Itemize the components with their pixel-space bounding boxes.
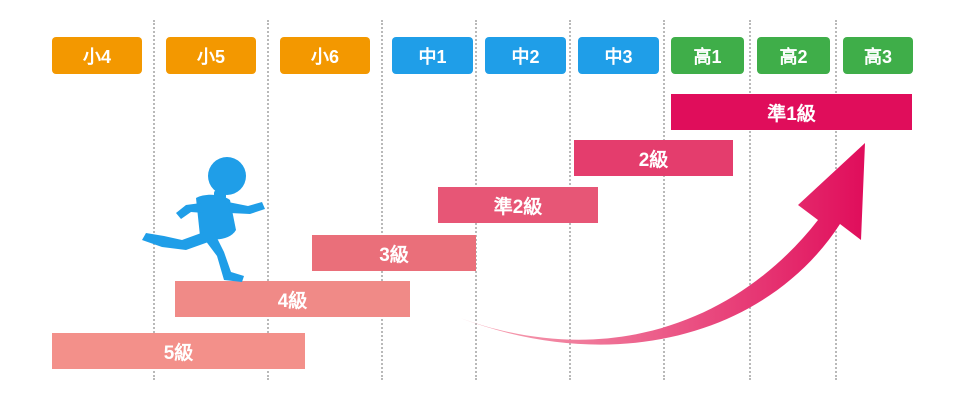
- grade-header-j3: 中3: [578, 37, 659, 74]
- level-bar-3kyu: 3級: [312, 235, 476, 271]
- column-divider: [663, 20, 665, 380]
- grade-header-e4: 小4: [52, 37, 142, 74]
- column-divider: [749, 20, 751, 380]
- level-bar-pre2kyu: 準2級: [438, 187, 598, 223]
- grade-header-j1: 中1: [392, 37, 473, 74]
- grade-header-e6: 小6: [280, 37, 370, 74]
- grade-header-e5: 小5: [166, 37, 256, 74]
- grade-header-h2: 高2: [757, 37, 830, 74]
- grade-header-h1: 高1: [671, 37, 744, 74]
- grade-header-j2: 中2: [485, 37, 566, 74]
- column-divider: [267, 20, 269, 380]
- level-bar-4kyu: 4級: [175, 281, 410, 317]
- arrow-shape: [460, 143, 865, 345]
- level-bar-2kyu: 2級: [574, 140, 733, 176]
- level-bar-5kyu: 5級: [52, 333, 305, 369]
- level-bar-pre1kyu: 準1級: [671, 94, 912, 130]
- grade-header-h3: 高3: [843, 37, 913, 74]
- column-divider: [153, 20, 155, 380]
- column-divider: [381, 20, 383, 380]
